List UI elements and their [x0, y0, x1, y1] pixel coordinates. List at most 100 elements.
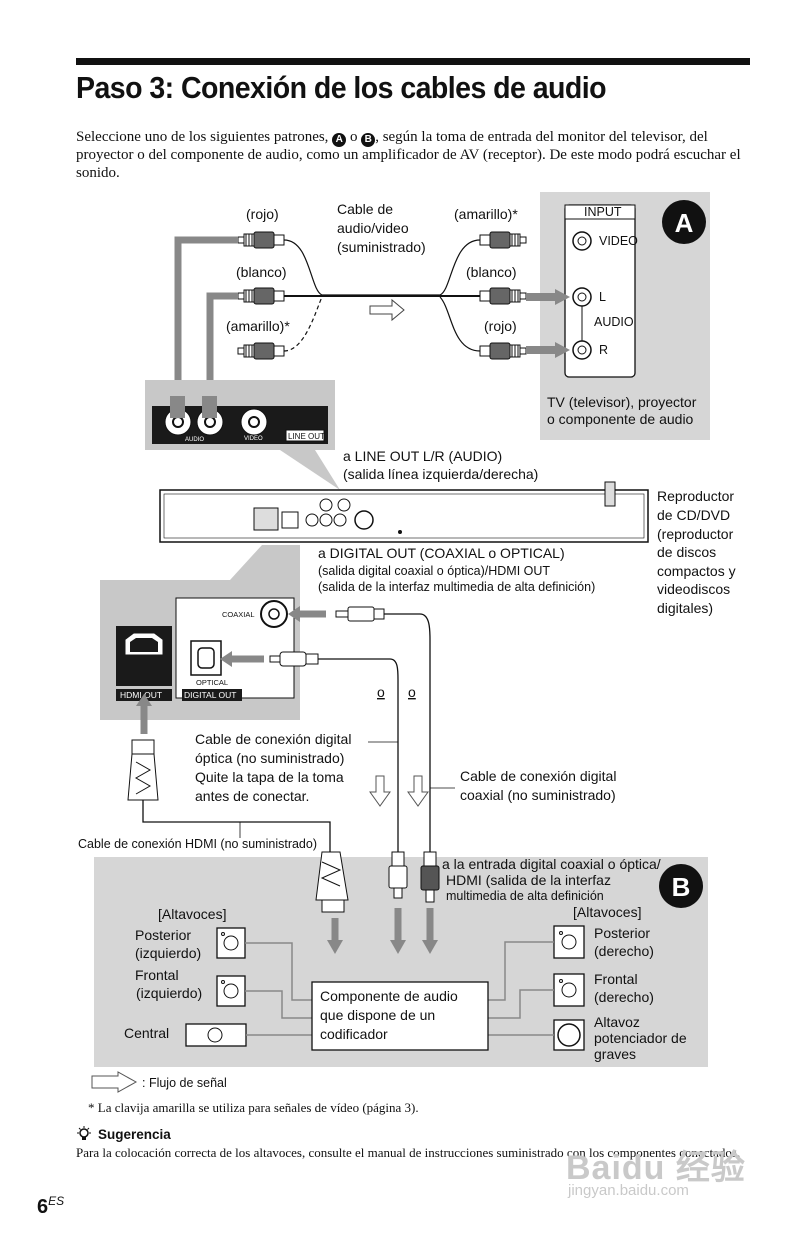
coaxial-plug	[335, 606, 385, 622]
title-rule	[76, 58, 750, 65]
optical-cable-3: Quite la tapa de la toma	[195, 769, 344, 785]
label-rojo-right: (rojo)	[484, 318, 517, 334]
cable-label-1: Cable de	[337, 201, 393, 217]
legend-signal: : Flujo de señal	[142, 1076, 227, 1090]
front-left-1: Frontal	[135, 967, 179, 983]
rear-right-1: Posterior	[594, 925, 650, 941]
rear-left-2: (izquierdo)	[135, 945, 201, 961]
pattern-a-badge: A	[332, 133, 347, 147]
signal-arrow-icon	[369, 298, 405, 322]
component-2: que dispone de un	[320, 1007, 435, 1023]
digital-caption-1: a DIGITAL OUT (COAXIAL o OPTICAL)	[318, 545, 565, 561]
label-blanco-left: (blanco)	[236, 264, 287, 280]
intro-text-1: Seleccione uno de los siguientes patrone…	[76, 129, 329, 145]
plug-rojo-right	[479, 342, 527, 360]
svg-text:B: B	[672, 872, 691, 902]
optical-cable-4: antes de conectar.	[195, 788, 309, 804]
intro-or: o	[349, 129, 358, 145]
plug-blanco-left	[237, 287, 285, 305]
digital-caption-2: (salida digital coaxial o óptica)/HDMI O…	[318, 564, 550, 578]
optical-cable-1: Cable de conexión digital	[195, 731, 351, 747]
lineout-caption-2: (salida línea izquierda/derecha)	[343, 466, 538, 482]
page-number: 6ES	[37, 1194, 65, 1218]
watermark: Baidu 经验 jingyan.baidu.com	[560, 1130, 750, 1210]
player-caption-1: de CD/DVD	[657, 507, 730, 523]
coaxial-plug-bottom	[420, 851, 440, 903]
port-hdmi-out-label: HDMI OUT	[120, 690, 162, 700]
player-caption-2: (reproductor	[657, 526, 734, 542]
sub-2: potenciador de	[594, 1030, 687, 1046]
component-3: codificador	[320, 1026, 388, 1042]
lineout-caption-1: a LINE OUT L/R (AUDIO)	[343, 448, 502, 464]
speaker-front-left	[216, 975, 246, 1007]
or-label-1: o	[377, 684, 385, 700]
input-r-label: R	[599, 343, 608, 357]
input-title: INPUT	[584, 205, 622, 219]
jack-video-label: VIDEO	[244, 436, 263, 442]
panel-a-badge	[662, 200, 706, 244]
center-label: Central	[124, 1025, 169, 1041]
label-amarillo-left: (amarillo)*	[226, 318, 290, 334]
optical-jack	[190, 640, 222, 676]
input-video-label: VIDEO	[599, 234, 638, 248]
coaxial-cable-2: coaxial (no suministrado)	[460, 787, 616, 803]
input-audio-label: AUDIO	[594, 315, 634, 329]
rear-left-1: Posterior	[135, 927, 191, 943]
input-b-1: a la entrada digital coaxial o óptica/	[442, 856, 661, 872]
or-label-2: o	[408, 684, 416, 700]
cable-label-3: (suministrado)	[337, 239, 426, 255]
intro-paragraph: Seleccione uno de los siguientes patrone…	[76, 129, 750, 182]
sub-3: graves	[594, 1046, 636, 1062]
digital-caption-3: (salida de la interfaz multimedia de alt…	[318, 580, 595, 594]
speaker-rear-right	[553, 925, 585, 959]
label-blanco-right: (blanco)	[466, 264, 517, 280]
optical-cable-2: óptica (no suministrado)	[195, 750, 344, 766]
optical-plug-bottom	[388, 851, 408, 899]
page-title: Paso 3: Conexión de los cables de audio	[76, 70, 607, 105]
audio-component	[311, 981, 489, 1051]
port-coaxial-label: COAXIAL	[222, 610, 255, 619]
hdmi-plug-bottom	[315, 851, 349, 913]
hint-heading: Sugerencia	[76, 1126, 171, 1142]
panel-b-badge	[659, 864, 703, 908]
jack-lineout-label: LINE OUT	[288, 432, 325, 441]
coaxial-cable-1: Cable de conexión digital	[460, 768, 616, 784]
cable-label-2: audio/video	[337, 220, 409, 236]
rear-right-2: (derecho)	[594, 943, 654, 959]
player-caption-0: Reproductor	[657, 488, 734, 504]
front-left-2: (izquierdo)	[136, 985, 202, 1001]
dvd-player	[159, 489, 649, 543]
hint-title: Sugerencia	[98, 1126, 171, 1142]
player-caption-4: compactos y	[657, 563, 736, 579]
optical-plug	[269, 651, 319, 667]
input-b-2: HDMI (salida de la interfaz	[446, 872, 611, 888]
plug-rojo-left	[237, 231, 285, 249]
watermark-url: jingyan.baidu.com	[568, 1182, 689, 1199]
player-caption-6: digitales)	[657, 600, 713, 616]
intro-text-2: , según la toma de entrada del monitor d…	[76, 129, 741, 181]
speaker-front-right	[553, 973, 585, 1007]
pattern-b-badge: B	[361, 133, 376, 147]
port-optical-label: OPTICAL	[196, 678, 228, 687]
component-1: Componente de audio	[320, 988, 458, 1004]
signal-flow-icon	[91, 1071, 138, 1093]
speaker-center	[185, 1023, 247, 1047]
speakers-right-title: [Altavoces]	[573, 904, 641, 920]
player-caption-3: de discos	[657, 544, 716, 560]
sub-1: Altavoz	[594, 1014, 640, 1030]
hdmi-cable-label: Cable de conexión HDMI (no suministrado)	[78, 837, 317, 851]
speaker-subwoofer	[553, 1019, 585, 1051]
svg-text:A: A	[675, 208, 694, 238]
input-l-label: L	[599, 290, 606, 304]
hdmi-plug-top	[127, 739, 159, 801]
jack-audio-label: AUDIO	[185, 437, 204, 443]
watermark-logo: Baidu 经验	[566, 1149, 746, 1187]
tv-caption-1: TV (televisor), proyector	[547, 394, 697, 410]
front-right-1: Frontal	[594, 971, 638, 987]
input-b-3: multimedia de alta definición	[446, 889, 604, 903]
speaker-rear-left	[216, 927, 246, 959]
page-suffix: ES	[48, 1194, 65, 1208]
tv-caption-2: o componente de audio	[547, 411, 694, 427]
plug-amarillo-left	[237, 342, 285, 360]
front-right-2: (derecho)	[594, 989, 654, 1005]
